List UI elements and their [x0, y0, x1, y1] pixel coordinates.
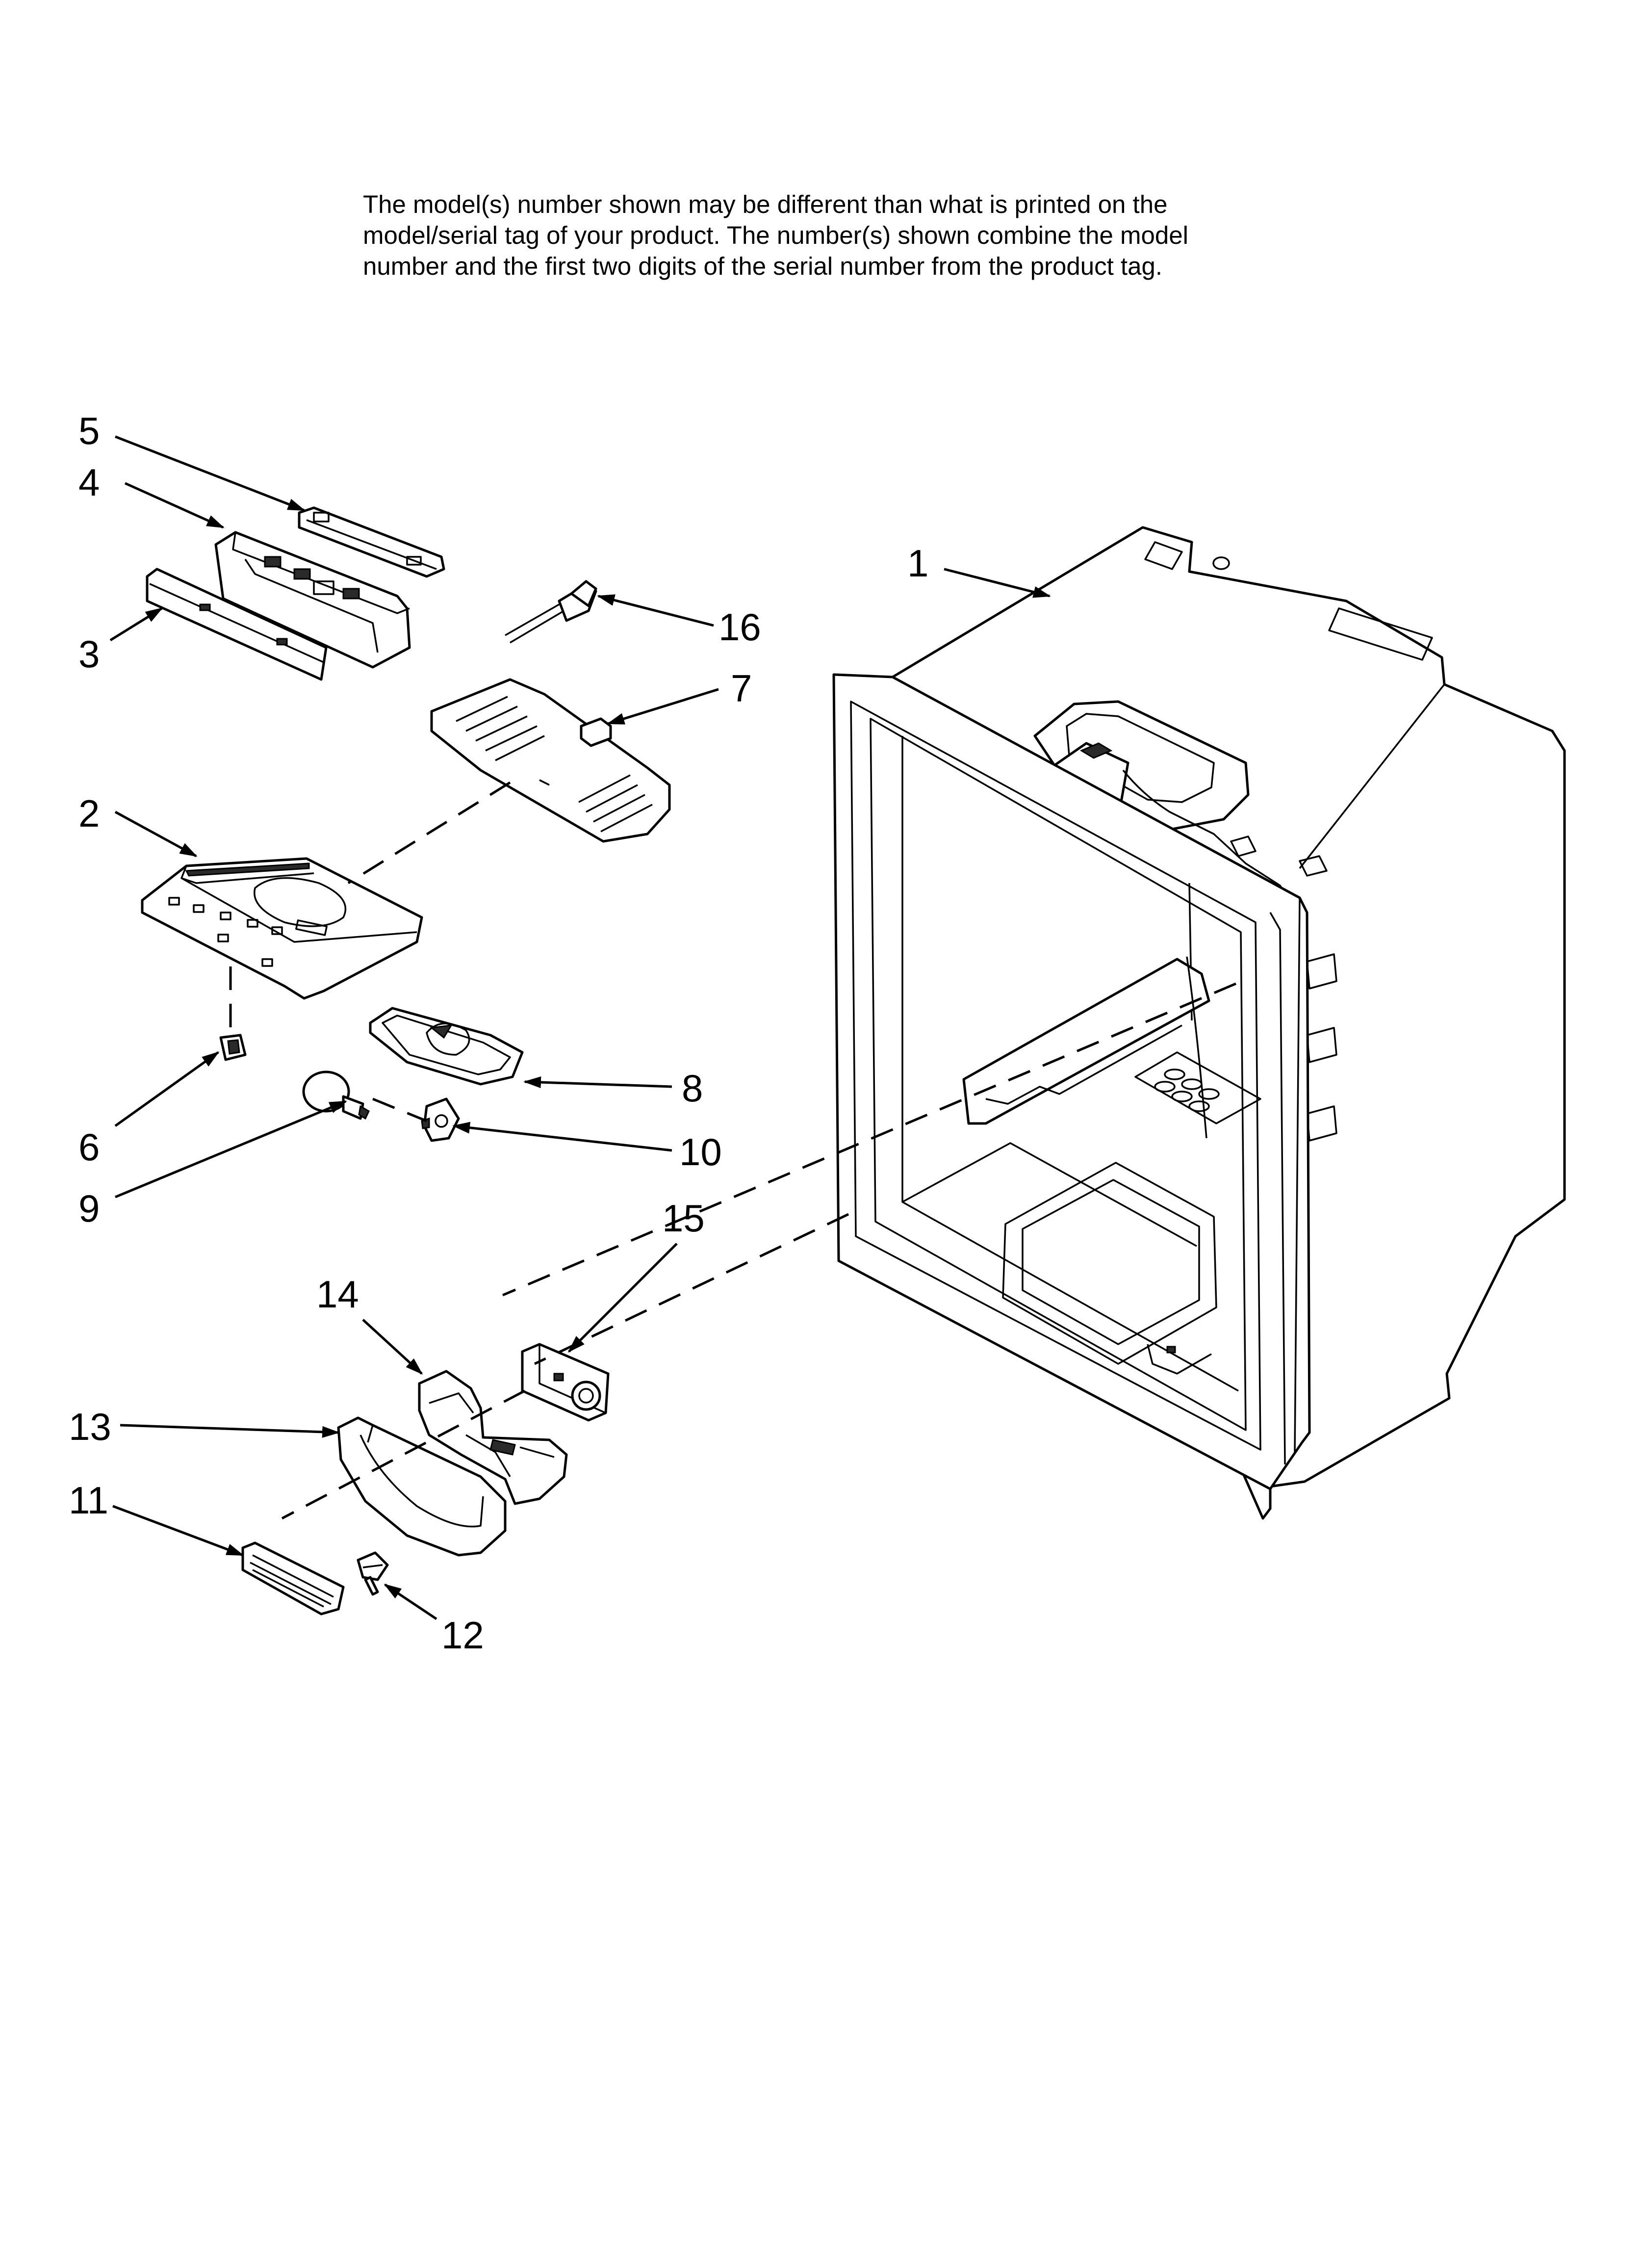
light-switch-part: [219, 1034, 247, 1061]
thermistor-probe-part: [505, 580, 597, 644]
light-housing-cover-part: [141, 857, 423, 1000]
trim-strip-part: [146, 568, 328, 681]
callout-14: 14: [316, 1273, 359, 1316]
lamp-housing-part: [369, 1007, 524, 1086]
control-housing-part: [214, 531, 411, 669]
model-number-note: The model(s) number shown may be differe…: [363, 189, 1393, 282]
callout-2: 2: [78, 792, 100, 835]
callout-9: 9: [78, 1187, 100, 1230]
note-line-3: number and the first two digits of the s…: [363, 252, 1162, 280]
motor-module-part: [521, 1343, 610, 1422]
note-line-2: model/serial tag of your product. The nu…: [363, 221, 1188, 249]
callout-15: 15: [662, 1197, 705, 1240]
screw-part: [357, 1551, 389, 1596]
callout-5: 5: [78, 409, 100, 452]
control-bracket-part: [298, 506, 445, 578]
light-bulb-part: [302, 1070, 370, 1120]
assembly-lines: [229, 781, 1236, 1520]
callout-8: 8: [682, 1067, 703, 1110]
note-line-1: The model(s) number shown may be differe…: [363, 190, 1168, 218]
callout-6: 6: [78, 1125, 100, 1169]
callout-10: 10: [679, 1130, 722, 1173]
upper-bracket-part: [418, 1370, 568, 1505]
callout-labels: 1 2 3 4 5 6 7 8 9 10 11 12 13 14 15 16: [69, 409, 928, 1657]
air-diffuser-part: [430, 678, 671, 843]
callout-11: 11: [69, 1479, 108, 1522]
curved-shield-part: [337, 1416, 507, 1557]
lens-grille-part: [241, 1541, 345, 1616]
callout-7: 7: [731, 667, 752, 710]
callout-4: 4: [78, 461, 100, 504]
callout-3: 3: [78, 632, 100, 676]
callout-1: 1: [907, 542, 928, 585]
leader-lines: [109, 435, 1051, 1620]
callout-16: 16: [718, 605, 761, 649]
callout-12: 12: [441, 1614, 484, 1657]
refrigerator-liner-part: [832, 526, 1566, 1520]
bulb-socket-part: [421, 1097, 460, 1142]
callout-13: 13: [69, 1405, 111, 1448]
